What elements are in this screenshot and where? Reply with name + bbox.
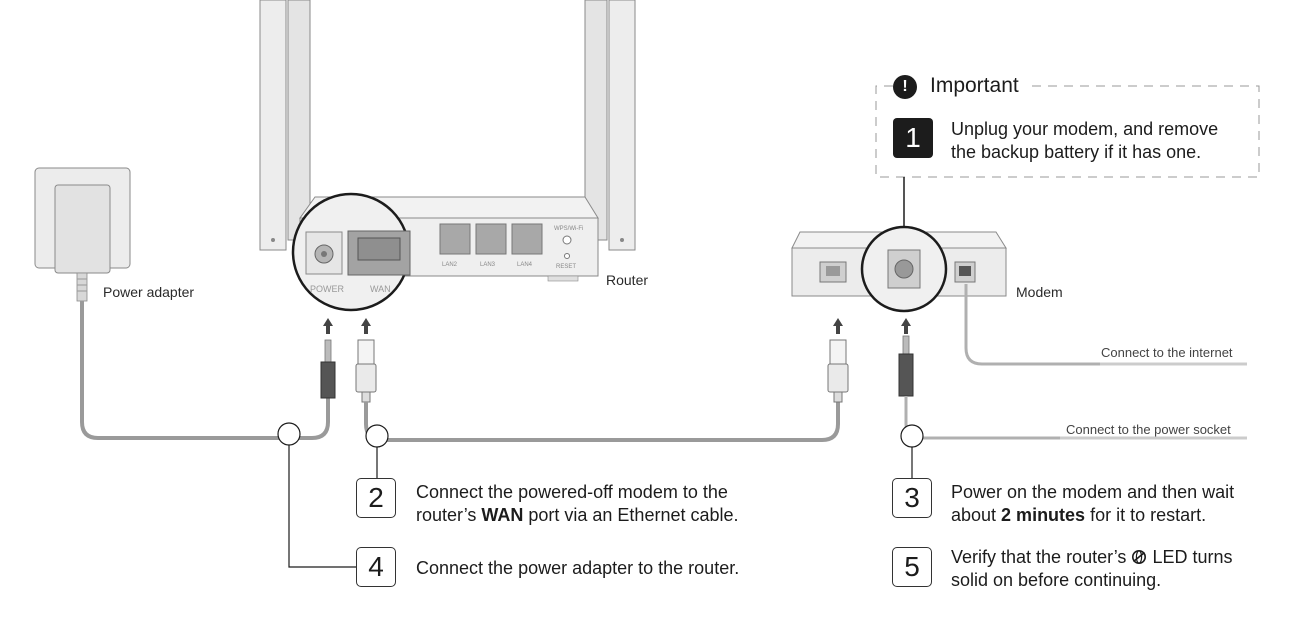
step-3-line1: Power on the modem and then wait <box>951 482 1235 502</box>
step-3-line2-post: for it to restart. <box>1085 505 1207 525</box>
router-reset-label: RESET <box>556 264 576 270</box>
power-adapter-label: Power adapter <box>103 284 195 300</box>
step-5-number: 5 <box>892 547 932 587</box>
step-2-line2-pre: router’s <box>416 505 482 525</box>
important-title: Important <box>930 74 1019 97</box>
connect-power-socket-label: Connect to the power socket <box>1066 422 1231 437</box>
modem-illustration <box>791 225 1007 313</box>
step-4-number: 4 <box>356 547 396 587</box>
step-2-text: Connect the powered-off modem to the rou… <box>416 481 739 527</box>
step-5-text: Verify that the router’s LED turns solid… <box>951 546 1232 592</box>
router-port-lan2-label: LAN2 <box>442 262 458 268</box>
step-3-number: 3 <box>892 478 932 518</box>
step-4-text: Connect the power adapter to the router. <box>416 558 740 578</box>
step-5-line1-post: LED turns <box>1147 547 1233 567</box>
step-2-line2-bold: WAN <box>481 505 524 525</box>
step-3-text: Power on the modem and then wait about 2… <box>951 481 1234 527</box>
important-step-number: 1 <box>893 118 933 158</box>
step-2-line1: Connect the powered-off modem to the <box>416 482 728 502</box>
modem-label: Modem <box>1016 284 1063 300</box>
step-2-line2-post: port via an Ethernet cable. <box>523 505 739 525</box>
important-text: Unplug your modem, and remove the backup… <box>951 118 1218 164</box>
step-3-line2-pre: about <box>951 505 1002 525</box>
step-2-number: 2 <box>356 478 396 518</box>
power-adapter-cable <box>80 301 330 440</box>
router-illustration: LAN2 LAN3 LAN4 WPS/Wi-Fi RESET POWER WAN <box>259 0 636 312</box>
important-line1-rest: and remove <box>1118 119 1219 139</box>
step-5-line1-pre: Verify that the router’s <box>951 547 1132 567</box>
important-line2: the backup battery if it has one. <box>951 142 1202 162</box>
step-3-line2-bold: 2 minutes <box>1001 505 1086 525</box>
router-port-lan4-label: LAN4 <box>517 262 533 268</box>
internet-led-icon <box>1132 550 1147 564</box>
router-port-lan3-label: LAN3 <box>480 262 496 268</box>
power-adapter-illustration <box>34 167 131 302</box>
router-port-wan-label: WAN <box>370 284 391 294</box>
router-wps-label: WPS/Wi-Fi <box>554 226 583 232</box>
router-label: Router <box>606 272 649 288</box>
step-5-line2: solid on before continuing. <box>951 570 1162 590</box>
connect-internet-label: Connect to the internet <box>1101 345 1233 360</box>
router-port-power-label: POWER <box>310 284 345 294</box>
exclamation-icon: ! <box>893 75 917 99</box>
internet-cable <box>964 284 1247 366</box>
plug-direction-arrows <box>323 318 911 334</box>
important-line1-bold: Unplug your modem, <box>951 119 1119 139</box>
ethernet-cable <box>364 402 840 442</box>
